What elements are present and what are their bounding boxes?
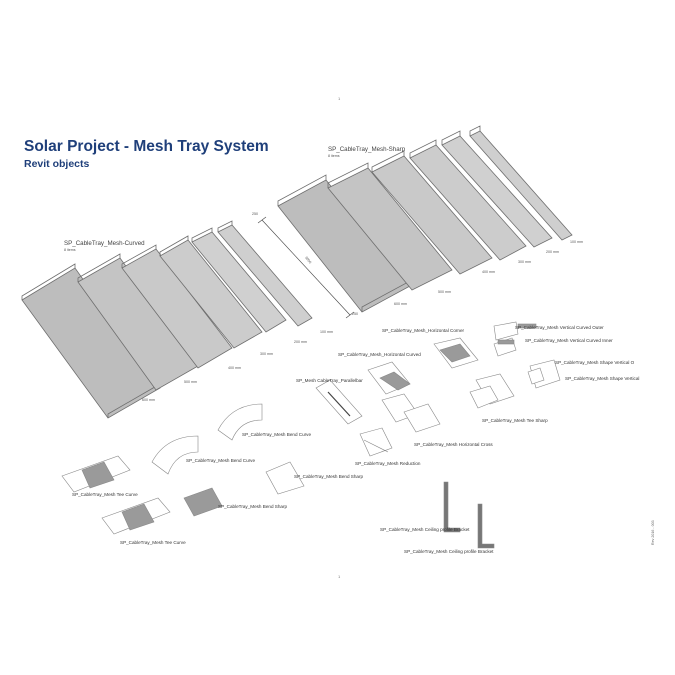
sharp-dim-500: 500 mm [438,290,451,294]
sharp-tray-300 [409,139,527,261]
label-ceiling-bracket: SP_CableTray_Mesh Ceiling profile Bracke… [380,527,470,532]
sharp-group-label: SP_CableTray_Mesh-Sharp [328,146,406,153]
length-dimension [257,216,355,319]
label-mesh-parallel: SP_Mesh CableTray_Parallelbar [296,378,363,383]
label-vertical-curved-inner: SP_CableTray_Mesh Vertical Curved Inner [525,338,613,343]
label-ceiling-bracket-2: SP_CableTray_Mesh Ceiling profile Bracke… [404,549,494,554]
page-mark-top: 1 [338,96,341,101]
page-subtitle: Revit objects [24,158,90,170]
length-dim-end-top: 250 [252,212,258,216]
label-horizontal-corner: SP_CableTray_Mesh_Horizontal Corner [382,328,465,333]
curved-dim-300: 300 mm [260,352,273,356]
curved-group-label: SP_CableTray_Mesh-Curved [64,240,145,247]
label-horizontal-curved: SP_CableTray_Mesh_Horizontal Curved [338,352,421,357]
sharp-tray-100 [469,125,573,241]
sharp-dim-600: 600 mm [394,302,407,306]
curved-tray-400 [121,244,233,369]
sharp-tray-200 [441,130,553,248]
label-tee-curve: SP_CableTray_Mesh Tee Curve [72,492,138,497]
curved-tray-300 [159,235,263,349]
sharp-dim-100: 100 mm [570,240,583,244]
sharp-dim-300: 300 mm [518,260,531,264]
label-reduction: SP_CableTray_Mesh Reduction [355,461,421,466]
sharp-tray-group [277,125,573,313]
fittings [61,321,561,549]
curved-tray-group [21,220,313,419]
sharp-dim-400: 400 mm [482,270,495,274]
page-mark-bottom: 1 [338,574,341,579]
label-tee-curve-2: SP_CableTray_Mesh Tee Curve [120,540,186,545]
label-shape-vertical: SP_CableTray_Mesh Shape Vertical [565,376,640,381]
label-bend-curve-2: SP_CableTray_Mesh Bend Curve [186,458,256,463]
page-title: Solar Project - Mesh Tray System [24,138,269,155]
label-tee-sharp: SP_CableTray_Mesh Tee Sharp [482,418,548,423]
curved-dim-200: 200 mm [294,340,307,344]
sharp-group-sub: 8 items [328,154,340,158]
sharp-tray-500 [327,162,453,291]
label-bend-sharp-2: SP_CableTray_Mesh Bend Sharp [218,504,288,509]
label-cross: SP_CableTray_Mesh Horizontal Cross [414,442,493,447]
label-bend-sharp: SP_CableTray_Mesh Bend Sharp [294,474,364,479]
label-vertical-curved-outer: SP_CableTray_Mesh Vertical Curved Outer [515,325,604,330]
curved-dim-500: 500 mm [184,380,197,384]
sharp-dim-200: 200 mm [546,250,559,254]
label-bend-curve: SP_CableTray_Mesh Bend Curve [242,432,312,437]
curved-tray-100 [217,220,313,327]
revision-note: Rev 2016 - 003 [651,520,655,545]
curved-dim-400: 400 mm [228,366,241,370]
label-shape-vertical-outer: SP_CableTray_Mesh Shape Vertical O [555,360,635,365]
curved-tray-200 [191,227,287,333]
curved-dim-100: 100 mm [320,330,333,334]
curved-dim-600: 600 mm [142,398,155,402]
length-dim-end-bottom: 250 [352,312,358,316]
sharp-tray-400 [371,150,493,275]
curved-group-sub: 8 items [64,248,76,252]
